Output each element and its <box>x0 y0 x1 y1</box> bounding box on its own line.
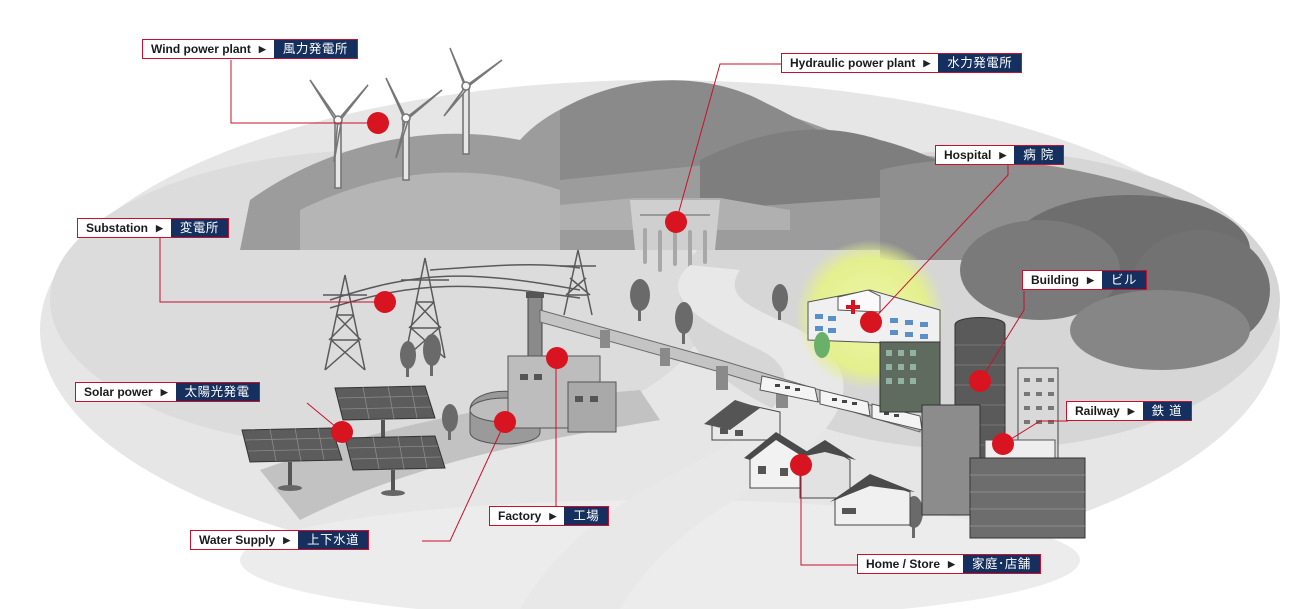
label-hydraulic-power-plant[interactable]: Hydraulic power plant▶ 水力発電所 <box>781 53 1023 73</box>
leader-substation <box>159 238 385 303</box>
city-buildings <box>921 317 1086 539</box>
label-jp: 家庭･店舗 <box>962 555 1040 573</box>
label-jp: 変電所 <box>170 219 228 237</box>
leader-building <box>979 291 1025 382</box>
marker-railway[interactable] <box>992 433 1014 455</box>
arrow-right-icon: ▶ <box>258 44 266 54</box>
leader-hospital <box>870 165 1009 323</box>
arrow-right-icon: ▶ <box>999 150 1007 160</box>
leader-wind <box>230 60 378 124</box>
marker-substation[interactable] <box>374 291 396 313</box>
label-jp: 水力発電所 <box>938 54 1022 72</box>
arrow-right-icon: ▶ <box>160 387 168 397</box>
label-hospital[interactable]: Hospital▶ 病 院 <box>935 145 1064 165</box>
marker-water[interactable] <box>494 411 516 433</box>
leader-hydro <box>675 63 781 223</box>
leader-water <box>422 421 506 542</box>
label-en: Substation▶ <box>86 221 163 235</box>
arrow-right-icon: ▶ <box>923 58 931 68</box>
label-wind-power-plant[interactable]: Wind power plant▶ 風力発電所 <box>142 39 358 59</box>
label-en: Hydraulic power plant▶ <box>790 56 931 70</box>
arrow-right-icon: ▶ <box>283 535 291 545</box>
factory <box>507 292 617 433</box>
marker-factory[interactable] <box>546 347 568 369</box>
label-home-store[interactable]: Home / Store▶ 家庭･店舗 <box>857 554 1041 574</box>
marker-solar[interactable] <box>331 421 353 443</box>
transmission-towers <box>323 249 596 371</box>
arrow-right-icon: ▶ <box>1087 275 1094 285</box>
label-substation[interactable]: Substation▶ 変電所 <box>77 218 229 238</box>
marker-home[interactable] <box>790 454 812 476</box>
elevated-railway <box>539 309 923 433</box>
label-en: Factory▶ <box>498 509 557 523</box>
label-en: Home / Store▶ <box>866 557 955 571</box>
label-en: Wind power plant▶ <box>151 42 266 56</box>
leader-lines <box>159 60 1068 566</box>
markers <box>331 112 1014 476</box>
marker-hospital[interactable] <box>860 311 882 333</box>
label-jp: 太陽光発電 <box>175 383 259 401</box>
label-solar-power[interactable]: Solar power▶ 太陽光発電 <box>75 382 260 402</box>
label-factory[interactable]: Factory▶ 工場 <box>489 506 610 526</box>
marker-building[interactable] <box>969 370 991 392</box>
label-en: Water Supply▶ <box>199 533 291 547</box>
arrow-right-icon: ▶ <box>948 559 955 569</box>
houses <box>704 400 915 526</box>
marker-wind[interactable] <box>367 112 389 134</box>
label-water-supply[interactable]: Water Supply▶ 上下水道 <box>190 530 370 550</box>
leader-home <box>800 465 857 566</box>
label-building[interactable]: Building▶ ビル <box>1022 270 1147 290</box>
label-jp: 上下水道 <box>298 531 369 549</box>
leader-railway <box>1002 420 1068 445</box>
marker-hydro[interactable] <box>665 211 687 233</box>
label-en: Railway▶ <box>1075 404 1135 418</box>
label-jp: 風力発電所 <box>273 40 357 58</box>
label-jp: 病 院 <box>1014 146 1063 164</box>
arrow-right-icon: ▶ <box>1127 406 1135 416</box>
arrow-right-icon: ▶ <box>156 223 163 233</box>
wind-turbines <box>309 47 503 189</box>
label-jp: ビル <box>1101 271 1146 289</box>
solar-panels <box>241 385 446 496</box>
arrow-right-icon: ▶ <box>549 511 557 521</box>
label-railway[interactable]: Railway▶ 鉄 道 <box>1066 401 1193 421</box>
label-en: Building▶ <box>1031 273 1094 287</box>
label-jp: 鉄 道 <box>1142 402 1192 420</box>
label-jp: 工場 <box>564 507 609 525</box>
label-en: Solar power▶ <box>84 385 168 399</box>
label-en: Hospital▶ <box>944 148 1007 162</box>
